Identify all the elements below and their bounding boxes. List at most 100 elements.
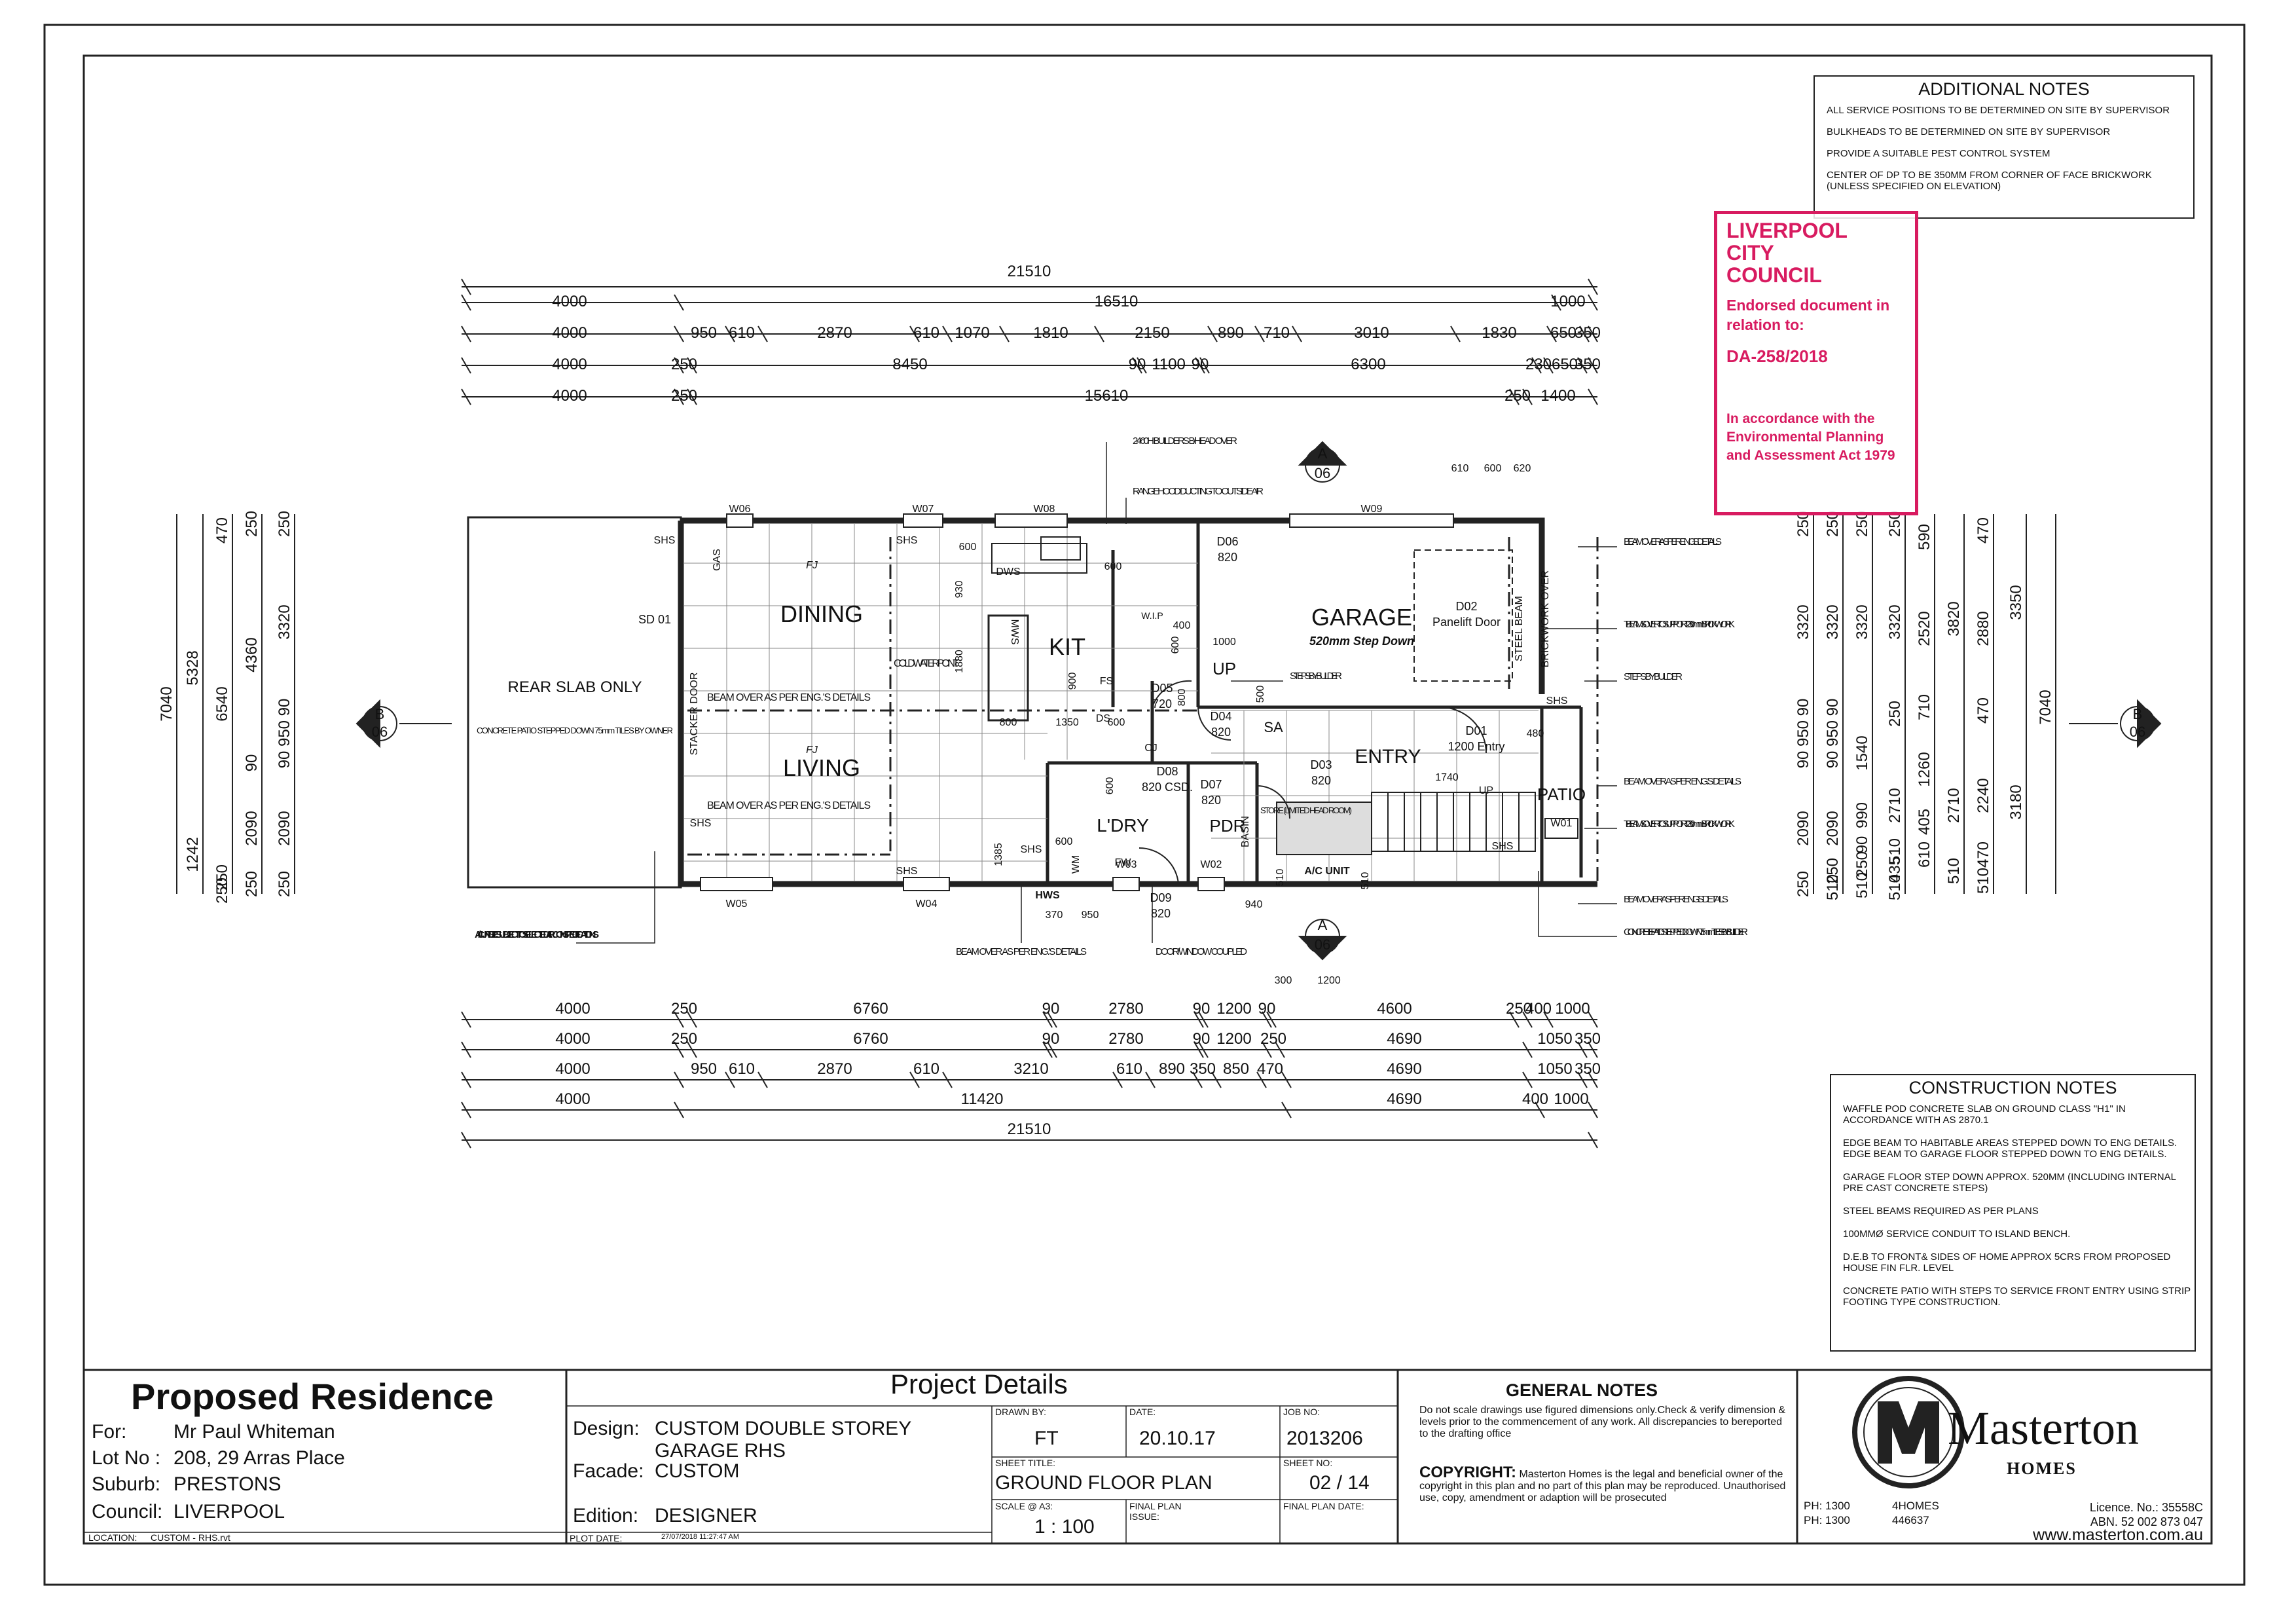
plan-dim: 1000 [1212,637,1236,648]
section-a-bottom-sheet: 06 [1315,936,1330,953]
section-b-left: B [375,706,385,722]
dim: 3320 [1853,604,1871,639]
shs-label: SHS [1492,841,1514,852]
door-d01-size: 1200 Entry [1448,740,1504,753]
dim: 250 [213,864,231,891]
additional-note: BULKHEADS TO BE DETERMINED ON SITE BY SU… [1827,126,2111,138]
up-label-2: UP [1479,785,1493,796]
dim: 470 [1975,841,1992,868]
section-a-bottom: A [1318,917,1328,933]
stamp-da-number: DA-258/2018 [1726,346,1828,366]
dim: 950 [691,1060,717,1078]
dim: 510 [1853,872,1871,898]
construction-note: GARAGE FLOOR STEP DOWN APPROX. 520mm (IN… [1843,1172,2176,1194]
plan-dim: 500 [1255,686,1266,703]
dim: 250 [1886,701,1904,727]
dim: 350 [1575,324,1601,342]
wm-label: WM [1070,855,1082,874]
dim: 16510 [1095,293,1139,310]
dim: 2710 [1886,788,1904,822]
stamp-line3: COUNCIL [1726,263,1822,287]
dim: 7040 [2037,690,2054,724]
dim: 8450 [892,356,927,373]
dim: 250 [671,356,697,373]
plan-dim: 800 [1176,689,1188,707]
plan-dim: 900 [1067,673,1078,690]
dim: 350 [1575,1030,1601,1048]
dim: 90 [1193,1000,1211,1018]
location-value: CUSTOM - RHS.rvt [151,1532,230,1543]
door-d07: D07 [1200,778,1222,791]
ph1-label: PH: 1300 [1804,1500,1850,1512]
dim: 2240 [1975,778,1992,813]
store-area [1276,802,1372,855]
edition-label: Edition: [573,1505,639,1526]
dim: 250 [671,387,697,405]
dim-bottom-total: 21510 [1008,1120,1051,1138]
door-d09: D09 [1150,891,1171,904]
mws-label: MWS [1009,619,1020,644]
construction-note: WAFFLE POD CONCRETE SLAB ON GROUND CLASS… [1843,1103,2126,1126]
copyright-text: Masterton Homes is the legal and benefic… [1419,1469,1786,1504]
callout: RANGEHOOD DUCTING TO OUTSIDE AIR [1133,486,1264,497]
shs-label: SHS [654,535,676,546]
door-d06-size: 820 [1218,551,1237,564]
general-notes-text: Do not scale drawings use figured dimens… [1419,1405,1786,1439]
dim: 90 [1795,699,1812,716]
copyright-block: COPYRIGHT: Masterton Homes is the legal … [1419,1465,1786,1504]
dim: 1810 [1033,324,1068,342]
plan-dim: 610 [1451,463,1469,474]
dim: 90 [1192,356,1209,373]
plan-dim: 940 [1245,899,1263,910]
section-a-top: A [1318,445,1328,462]
window-w09: W09 [1361,504,1383,515]
stacker-door: STACKER DOOR [689,673,700,756]
door-d09-size: 820 [1151,907,1171,920]
beam-lines [687,537,1599,881]
stairs [1371,792,1536,852]
job-label: JOB NO: [1283,1407,1321,1417]
masterton-logo-icon [1852,1376,1965,1488]
dim: 4000 [555,1000,590,1018]
dim: 90 [276,751,293,769]
plan-dim: 480 [1527,728,1544,739]
general-notes-title: GENERAL NOTES [1506,1380,1658,1400]
dim: 1000 [1555,1000,1590,1018]
abn: ABN. 52 002 873 047 [2090,1515,2203,1528]
dim: 6760 [853,1000,888,1018]
dim: 250 [1506,1000,1532,1018]
dim: 4600 [1377,1000,1412,1018]
door-d03-size: 820 [1311,774,1331,787]
dim: 4000 [552,356,587,373]
door-d08: D08 [1156,765,1178,778]
sheet-title-value: GROUND FLOOR PLAN [995,1472,1212,1494]
kitchen-island [987,614,1029,722]
dim: 250 [243,871,261,897]
dim: 2780 [1108,1030,1143,1048]
callout: BEAM OVER AS PER ENG.'S DETAILS [956,946,1087,957]
callout: T-BEAMS OVER TO SUPPORT 230mm BRICKWORK [1624,619,1735,630]
section-b-right: B [2133,706,2143,722]
stamp-endorsed: Endorsed document in relation to: [1726,297,1890,333]
facade-label: Facade: [573,1460,644,1482]
dim: 610 [1916,841,1933,868]
dws-label: DWS [996,566,1020,578]
website-link[interactable]: www.masterton.com.au [2033,1526,2203,1544]
dim: 250 [213,877,231,904]
cj-label: CJ [1144,743,1157,754]
dim: 250 [671,1000,697,1018]
dim: 510 [1975,868,1992,894]
edition-value: DESIGNER [655,1505,757,1526]
basin-label: BASIN [1240,816,1251,847]
room-garage: GARAGE [1311,604,1412,631]
dim: 510 [1945,858,1963,884]
room-entry: ENTRY [1355,746,1421,767]
gas-label: GAS [712,549,723,571]
dim: 950 [1795,720,1812,747]
dim: 435 [1886,857,1904,883]
plan-dim: 370 [1046,910,1063,921]
suburb-value: PRESTONS [173,1473,282,1495]
dim: 3180 [2007,784,2025,819]
